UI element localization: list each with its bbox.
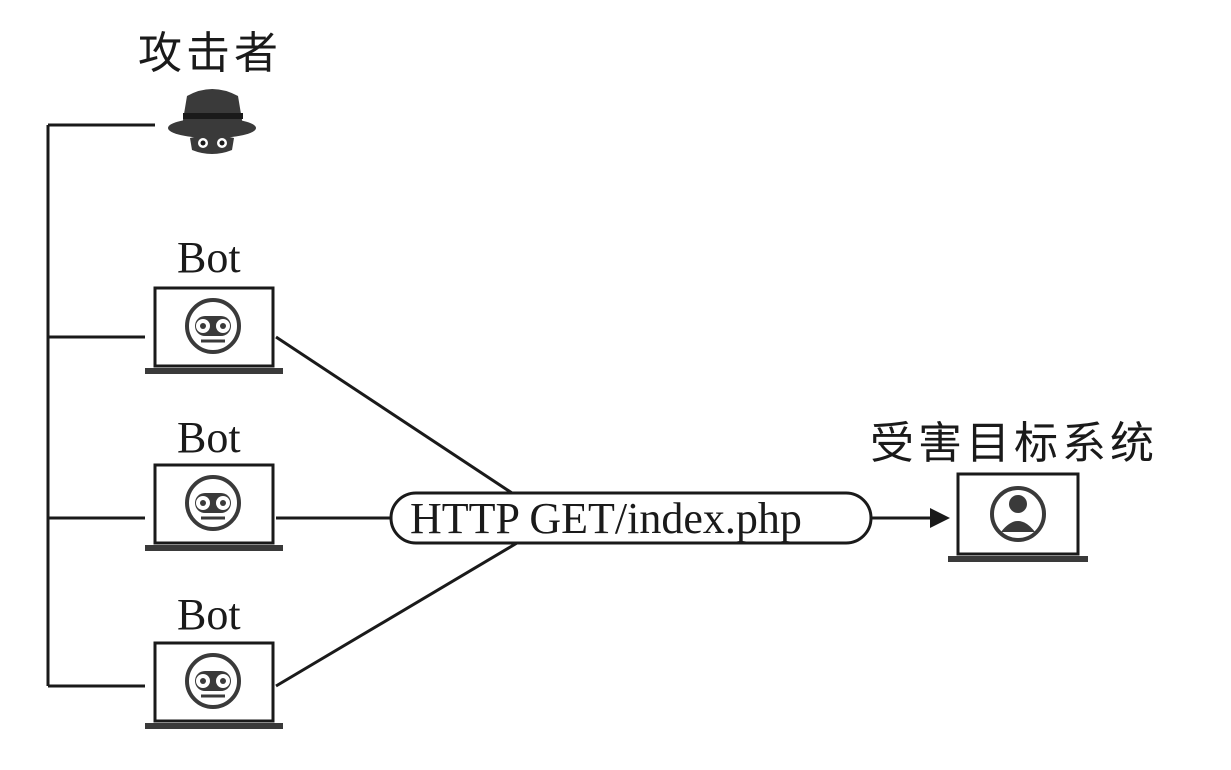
- bot-3-label: Bot: [177, 590, 241, 639]
- bot-request-links: [275, 335, 518, 688]
- user-avatar-icon: [990, 486, 1046, 542]
- laptop-base: [948, 556, 1088, 562]
- bot-3-request-line: [275, 541, 518, 688]
- bot-laptop-1: [145, 286, 283, 374]
- laptop-base: [145, 545, 283, 551]
- attacker-bus: [46, 123, 155, 688]
- bot-laptop-3: [145, 641, 283, 729]
- bot-face-icon: [185, 298, 241, 354]
- attacker-label: 攻击者: [138, 28, 282, 79]
- laptop-base: [145, 368, 283, 374]
- bot-2-label: Bot: [177, 413, 241, 462]
- bot-face-icon: [185, 475, 241, 531]
- bot-1-label: Bot: [177, 233, 241, 282]
- bot-face-icon: [185, 653, 241, 709]
- bot-laptop-2: [145, 463, 283, 551]
- bot-1-request-line: [275, 335, 513, 495]
- request-label: HTTP GET/index.php: [410, 494, 802, 543]
- target-label: 受害目标系统: [870, 418, 1158, 469]
- target-laptop: [948, 472, 1088, 562]
- laptop-base: [145, 723, 283, 729]
- spy-hat-icon: [168, 89, 256, 154]
- arrow-head-icon: [930, 508, 950, 528]
